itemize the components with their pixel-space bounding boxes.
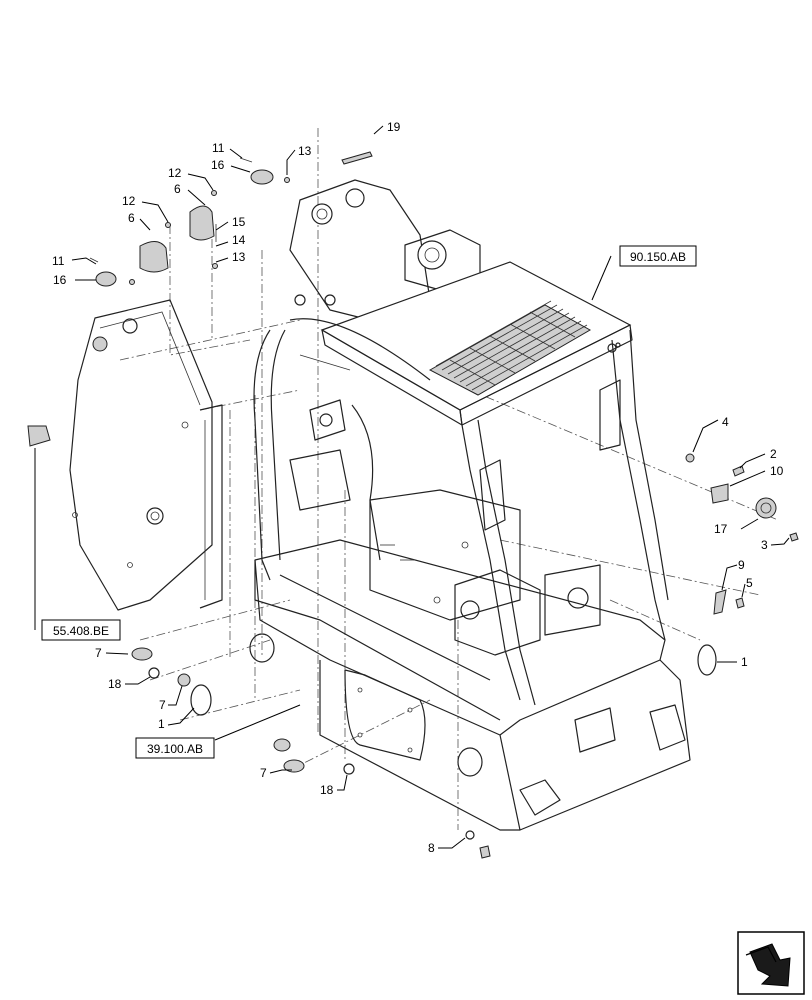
lamp-cover-lower [95, 271, 117, 287]
callout: 16 [53, 273, 67, 287]
handle-9 [713, 589, 727, 615]
callout: 6 [128, 211, 135, 225]
leader-lines [34, 125, 790, 849]
lower-chassis [249, 399, 691, 831]
nut-4 [685, 453, 695, 463]
callout: 7 [95, 646, 102, 660]
next-page-arrow-icon[interactable] [737, 931, 805, 995]
svg-text:39.100.AB: 39.100.AB [147, 742, 203, 756]
horn-17 [755, 497, 777, 519]
callout: 18 [320, 783, 334, 797]
callout: 15 [232, 215, 246, 229]
callout: 10 [770, 464, 784, 478]
reference-box-90-150-ab[interactable]: 90.150.AB [619, 245, 697, 267]
washer-8 [465, 830, 475, 840]
centerlines [119, 128, 779, 830]
callout: 7 [159, 698, 166, 712]
cab-roof [320, 261, 633, 426]
sensor-connector [27, 425, 51, 447]
reference-boxes: 90.150.AB 55.408.BE 39.100.AB [41, 245, 697, 759]
svg-text:55.408.BE: 55.408.BE [53, 624, 109, 638]
callout: 12 [168, 166, 182, 180]
bolt-2 [732, 465, 745, 477]
clip-7-b [177, 673, 191, 687]
work-lamp-lower [139, 241, 169, 273]
callout: 14 [232, 233, 246, 247]
callout: 1 [741, 655, 748, 669]
work-lamp-upper [189, 205, 215, 241]
ring-18-b [343, 763, 355, 775]
callout: 6 [174, 182, 181, 196]
callout: 19 [387, 120, 401, 134]
callout: 8 [428, 841, 435, 855]
callout: 3 [761, 538, 768, 552]
left-side-panel [69, 299, 223, 611]
callout: 13 [298, 144, 312, 158]
pin-19 [341, 151, 373, 165]
callout: 5 [746, 576, 753, 590]
small-parts [27, 151, 799, 859]
grommet-1-left [190, 684, 212, 716]
bolt-5 [735, 597, 745, 609]
callout: 1 [158, 717, 165, 731]
loader-tower [289, 179, 481, 321]
reference-box-55-408-be[interactable]: 55.408.BE [41, 619, 121, 641]
lamp-cover-upper [250, 169, 274, 185]
cab-frame [253, 318, 669, 706]
bolt-3 [789, 532, 799, 542]
callout: 18 [108, 677, 122, 691]
reference-box-39-100-ab[interactable]: 39.100.AB [135, 737, 215, 759]
callout: 2 [770, 447, 777, 461]
grommet-1-right [697, 644, 717, 676]
callout-labels: 19 11 16 13 12 6 12 6 15 14 13 11 16 4 2… [52, 120, 784, 855]
clip-7-d [283, 759, 305, 773]
callout: 17 [714, 522, 728, 536]
ring-18-a [148, 667, 160, 679]
callout: 7 [260, 766, 267, 780]
callout: 13 [232, 250, 246, 264]
callout: 9 [738, 558, 745, 572]
callout: 16 [211, 158, 225, 172]
callout: 11 [212, 141, 225, 155]
svg-text:90.150.AB: 90.150.AB [630, 250, 686, 264]
clip-7-a [131, 647, 153, 661]
bolt-8 [479, 845, 491, 859]
callout: 4 [722, 415, 729, 429]
callout: 11 [52, 254, 65, 268]
callout: 12 [122, 194, 136, 208]
clip-7-c [273, 738, 291, 752]
bracket-10 [710, 483, 729, 504]
